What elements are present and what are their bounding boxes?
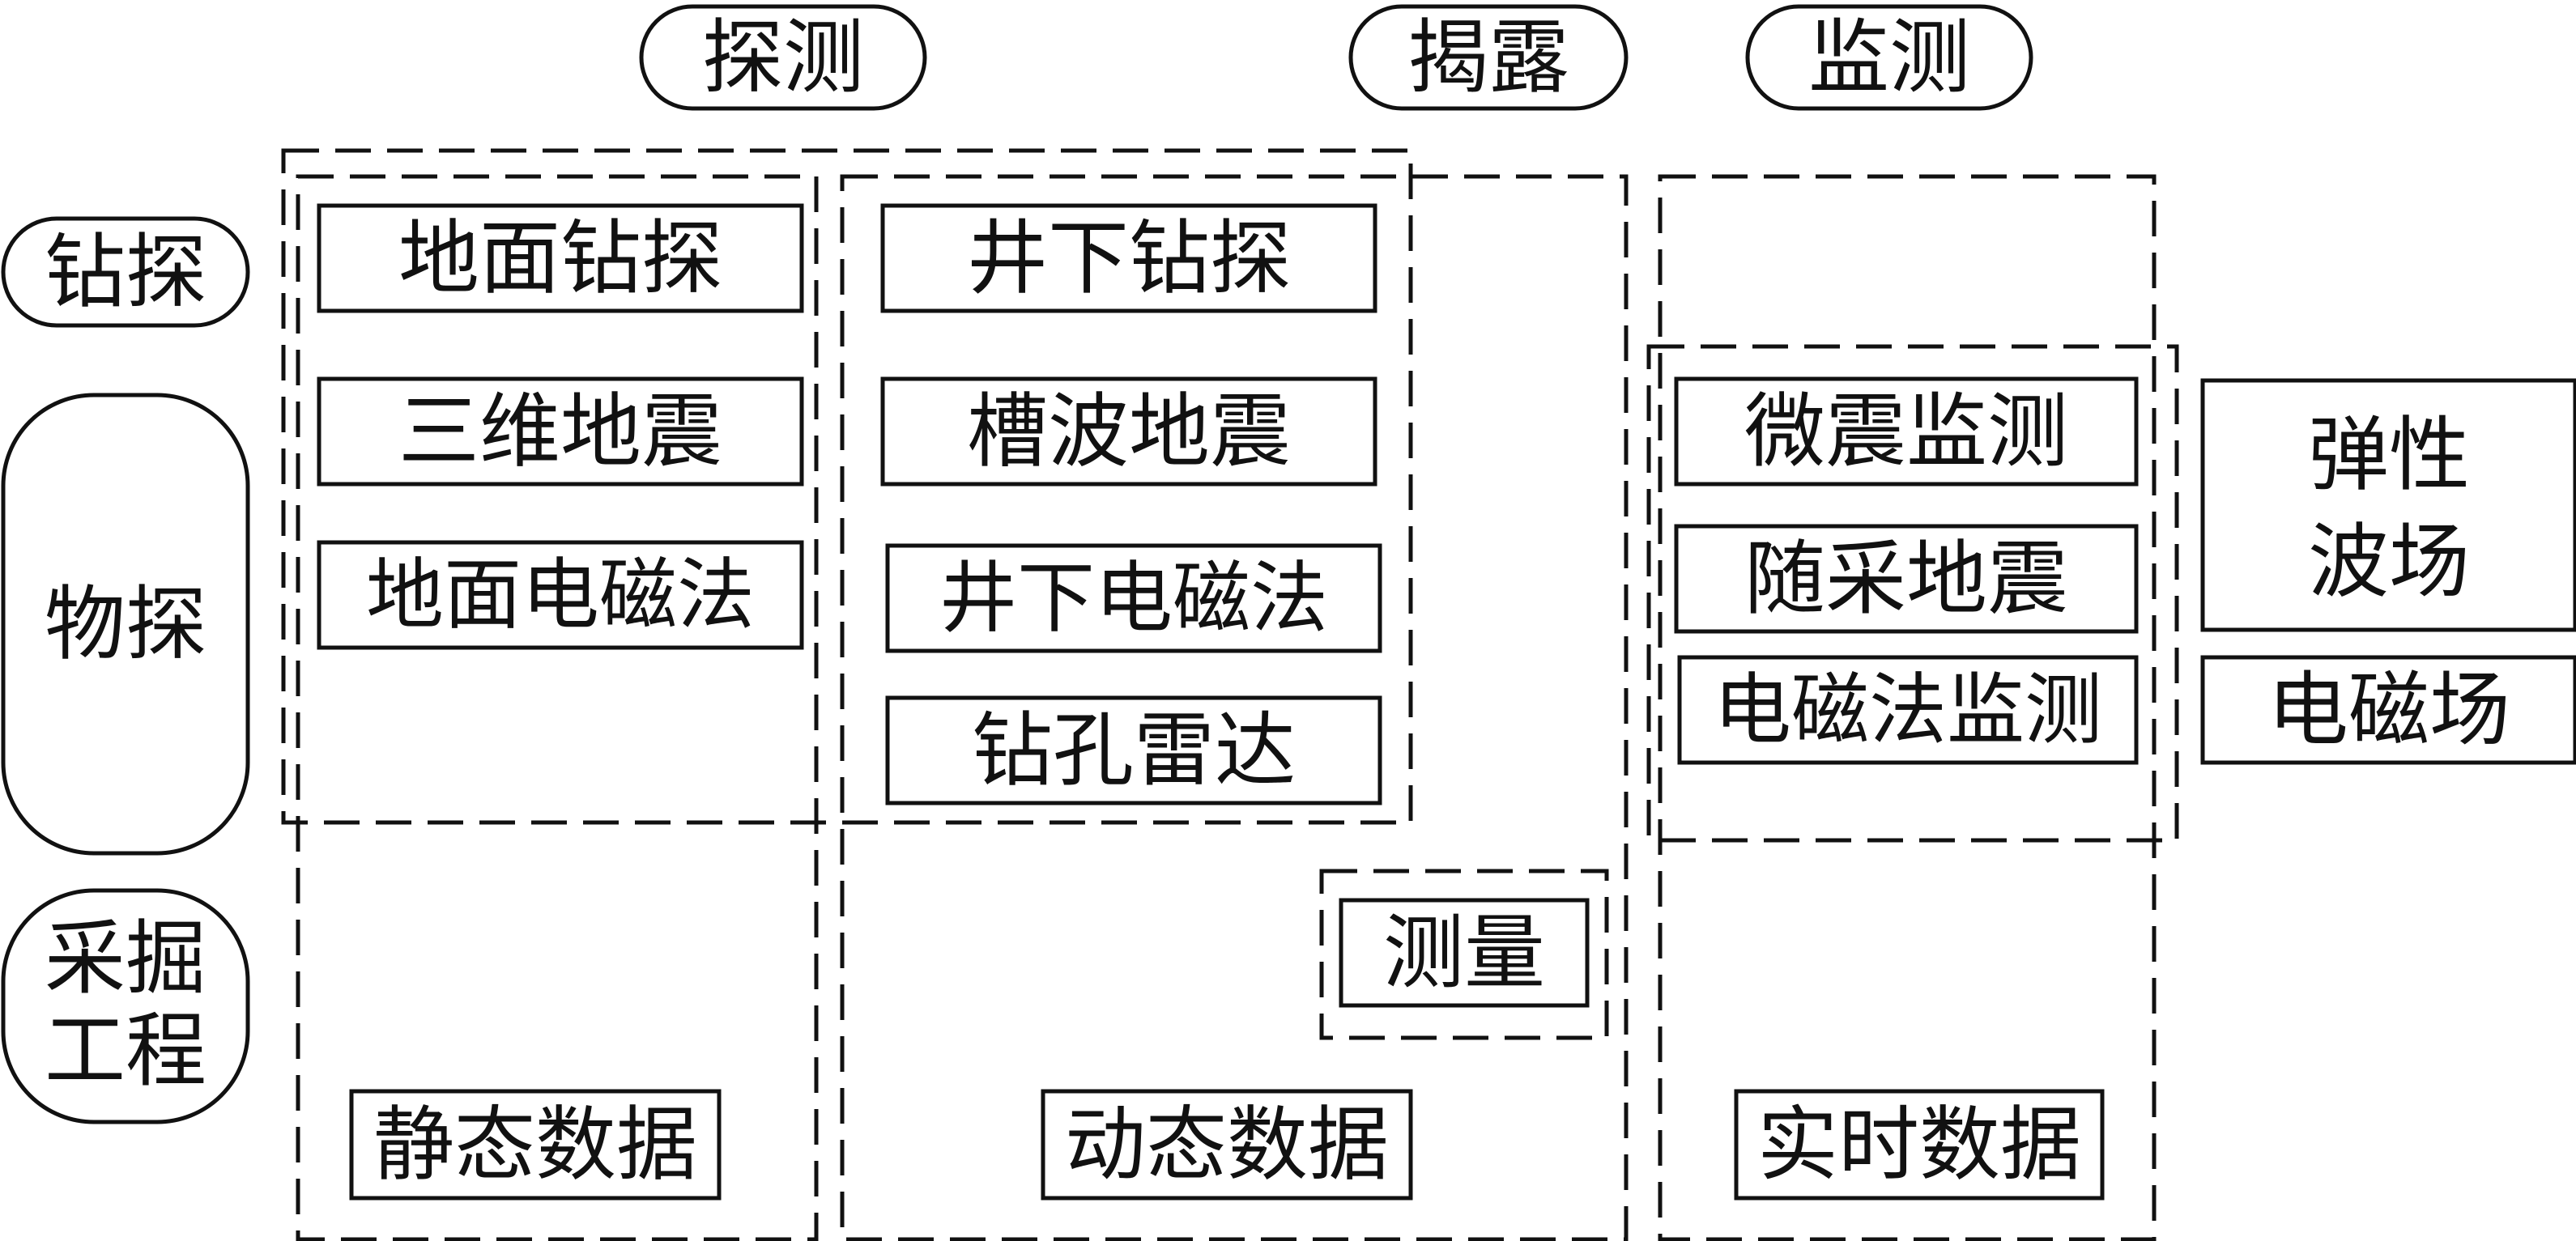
underground-drilling-label: 井下钻探 <box>967 211 1291 306</box>
underground-em-label: 井下电磁法 <box>939 553 1328 644</box>
header-exploration-pill <box>639 4 927 111</box>
borehole-radar-label: 钻孔雷达 <box>972 703 1296 798</box>
static-data-label: 静态数据 <box>373 1098 697 1192</box>
surface-drilling-label: 地面钻探 <box>398 211 722 306</box>
dynamic-data-box <box>1041 1089 1413 1201</box>
header-monitoring-label: 监测 <box>1808 11 1970 105</box>
surveying-frame <box>1319 869 1609 1040</box>
em-field-label: 电磁场 <box>2267 663 2510 758</box>
surface-em-label: 地面电磁法 <box>366 550 755 640</box>
header-exploration-label: 探测 <box>702 11 864 105</box>
channel-wave-box <box>880 376 1377 487</box>
em-monitoring-box <box>1677 655 2139 765</box>
realtime-data-label: 实时数据 <box>1757 1098 2081 1192</box>
row-mining-label-line2: 工程 <box>45 1004 207 1099</box>
dynamic-data-frame <box>840 174 1629 1241</box>
surface-em-box <box>317 540 804 650</box>
dynamic-data-label: 动态数据 <box>1065 1098 1389 1192</box>
underground-drilling-box <box>880 203 1377 313</box>
surveying-box <box>1339 898 1590 1008</box>
mining-seismic-box <box>1674 524 2139 634</box>
elastic-wave-label-line2: 波场 <box>2308 515 2470 610</box>
microseismic-box <box>1674 376 2139 487</box>
monitoring-frame <box>1646 344 2179 843</box>
mining-seismic-label: 随采地震 <box>1744 532 2068 627</box>
row-drilling-label: 钻探 <box>45 225 207 320</box>
surveying-label: 测量 <box>1383 906 1545 1001</box>
em-monitoring-label: 电磁法监测 <box>1714 665 2102 755</box>
header-exposure-label: 揭露 <box>1407 11 1569 105</box>
surface-drilling-box <box>317 203 804 313</box>
seismic-3d-box <box>317 376 804 487</box>
realtime-data-box <box>1734 1089 2105 1201</box>
underground-em-box <box>885 543 1382 653</box>
elastic-wave-label-line1: 弹性 <box>2308 408 2470 503</box>
seismic-3d-label: 三维地震 <box>398 385 722 479</box>
static-data-frame <box>296 174 819 1241</box>
row-mining-pill <box>1 888 250 1124</box>
header-exposure-pill <box>1348 4 1629 111</box>
microseismic-label: 微震监测 <box>1744 385 2068 479</box>
elastic-wave-box <box>2200 378 2576 632</box>
exploration-frame <box>281 148 1413 825</box>
channel-wave-label: 槽波地震 <box>967 385 1291 479</box>
borehole-radar-box <box>885 695 1382 805</box>
static-data-box <box>349 1089 722 1201</box>
row-geophysics-pill <box>1 393 250 856</box>
row-geophysics-label: 物探 <box>45 577 207 672</box>
header-monitoring-pill <box>1745 4 2033 111</box>
row-drilling-pill <box>1 216 250 328</box>
row-mining-label-line1: 采掘 <box>45 912 207 1006</box>
em-field-box <box>2200 655 2576 765</box>
